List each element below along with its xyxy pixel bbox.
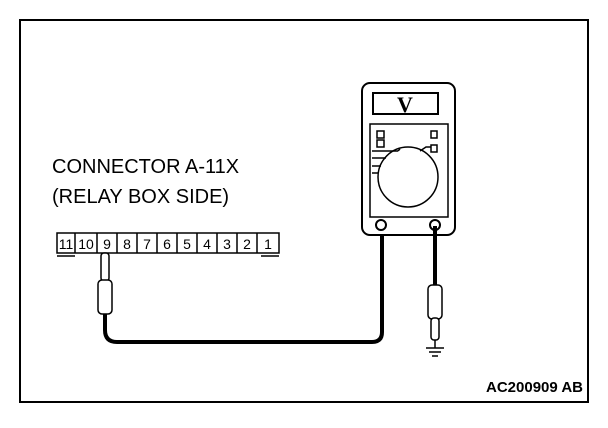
test-lead-wire bbox=[103, 226, 384, 344]
connector-pin-10: 10 bbox=[78, 236, 94, 252]
connector-pin-5: 5 bbox=[183, 236, 191, 252]
meter-panel bbox=[369, 123, 449, 218]
frame-border bbox=[19, 19, 589, 403]
figure-id: AC200909 AB bbox=[486, 379, 583, 396]
connector-pin-1: 1 bbox=[264, 236, 272, 252]
connector-pin-7: 7 bbox=[143, 236, 151, 252]
com-terminal bbox=[375, 219, 387, 231]
connector-pin-8: 8 bbox=[123, 236, 131, 252]
voltmeter: V bbox=[361, 82, 456, 236]
probe-left bbox=[97, 252, 113, 315]
connector-pin-6: 6 bbox=[163, 236, 171, 252]
range-dial bbox=[377, 146, 439, 208]
connector-pin-2: 2 bbox=[243, 236, 251, 252]
ground-icon bbox=[426, 340, 444, 357]
connector-subtitle: (RELAY BOX SIDE) bbox=[52, 186, 229, 208]
connector-pin-3: 3 bbox=[223, 236, 231, 252]
connector-pin-4: 4 bbox=[203, 236, 211, 252]
connector-pin-9: 9 bbox=[103, 236, 111, 252]
connector-title: CONNECTOR A-11X bbox=[52, 156, 239, 178]
connector-pin-11: 11 bbox=[59, 236, 74, 252]
meter-display bbox=[372, 92, 439, 115]
meter-display-unit: V bbox=[397, 92, 413, 117]
probe-right bbox=[427, 284, 443, 341]
